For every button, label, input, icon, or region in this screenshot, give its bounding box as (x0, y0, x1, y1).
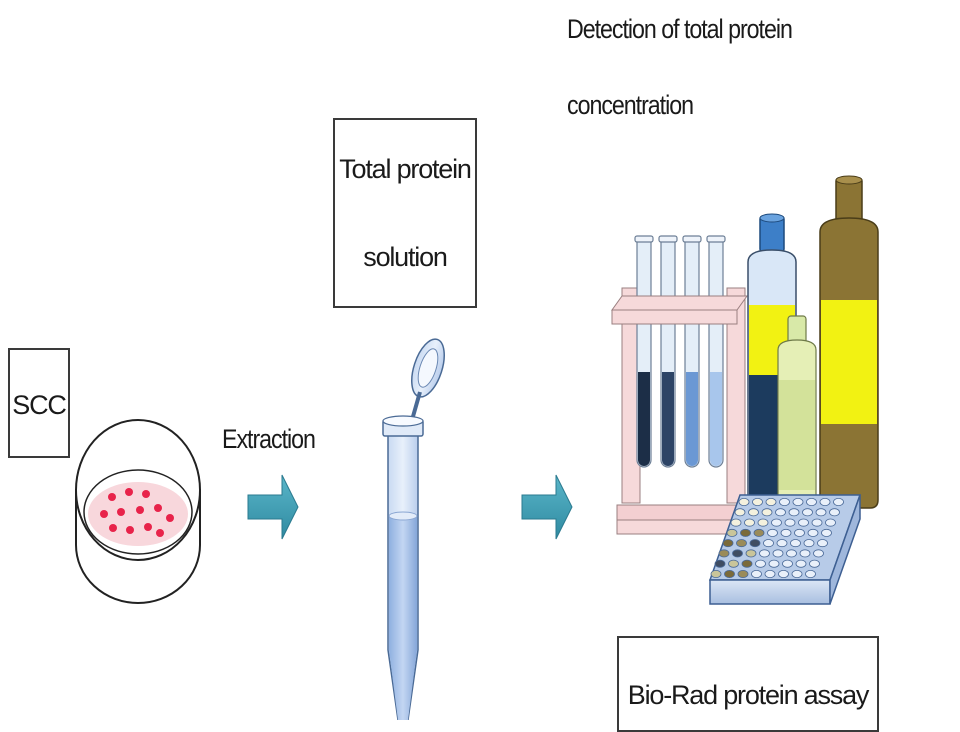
total-protein-line1: Total protein (339, 154, 472, 184)
well (794, 528, 805, 537)
well (825, 518, 836, 527)
extraction-label: Extraction (222, 424, 316, 454)
well (764, 570, 776, 579)
well (763, 539, 774, 548)
well (772, 549, 784, 558)
flow-arrow-icon (521, 474, 573, 540)
well (737, 570, 749, 579)
well (736, 539, 747, 548)
well (805, 570, 816, 579)
well (745, 549, 757, 558)
detection-title-line1: Detection of total protein (567, 14, 793, 44)
well (809, 559, 820, 568)
reagent-bottle-icon (747, 213, 797, 501)
well (792, 497, 804, 506)
well (741, 559, 753, 568)
well (807, 528, 819, 537)
well (780, 528, 792, 537)
well (722, 539, 734, 548)
well (718, 549, 730, 558)
well (775, 508, 786, 517)
well (753, 528, 765, 537)
well (732, 549, 743, 558)
detection-title-line2: concentration (567, 90, 694, 120)
well (724, 570, 735, 579)
scc-box: SCC (8, 348, 70, 458)
flow-arrow-icon (247, 474, 299, 540)
total-protein-solution-box: Total protein solution (333, 118, 477, 308)
well (799, 549, 811, 558)
microcentrifuge-tube-icon (382, 338, 445, 720)
well (738, 497, 750, 506)
well (813, 549, 824, 558)
well (786, 549, 797, 558)
well (749, 539, 761, 548)
well (765, 497, 777, 506)
well (795, 559, 807, 568)
total-protein-line2: solution (363, 242, 448, 272)
well (802, 508, 813, 517)
reagent-bottle-icon (777, 315, 817, 501)
well (710, 570, 722, 579)
well (811, 518, 823, 527)
well (752, 497, 763, 506)
well (798, 518, 809, 527)
well (790, 539, 801, 548)
well (788, 508, 800, 517)
well (803, 539, 815, 548)
well (768, 559, 780, 568)
well (714, 559, 726, 568)
test-tube-rack-icon (611, 235, 759, 535)
well (730, 518, 742, 527)
well (817, 539, 828, 548)
reagent-bottle-icon (819, 175, 879, 509)
well (815, 508, 827, 517)
scc-label: SCC (12, 390, 67, 420)
well (744, 518, 755, 527)
well (757, 518, 769, 527)
well (759, 549, 770, 558)
well (806, 497, 817, 506)
culture-dish-icon (75, 419, 201, 604)
well (819, 497, 831, 506)
well (778, 570, 789, 579)
well (829, 508, 840, 517)
well-plate-icon (708, 494, 862, 605)
well (751, 570, 762, 579)
bio-rad-assay-label: Bio-Rad protein assay (627, 680, 870, 710)
well (748, 508, 759, 517)
well (776, 539, 788, 548)
well (782, 559, 793, 568)
well (791, 570, 803, 579)
well (755, 559, 766, 568)
well (734, 508, 746, 517)
well (779, 497, 790, 506)
well (761, 508, 773, 517)
well (833, 497, 844, 506)
well (740, 528, 751, 537)
well (784, 518, 796, 527)
well (726, 528, 738, 537)
well (728, 559, 739, 568)
well (821, 528, 832, 537)
well (771, 518, 782, 527)
well (767, 528, 778, 537)
